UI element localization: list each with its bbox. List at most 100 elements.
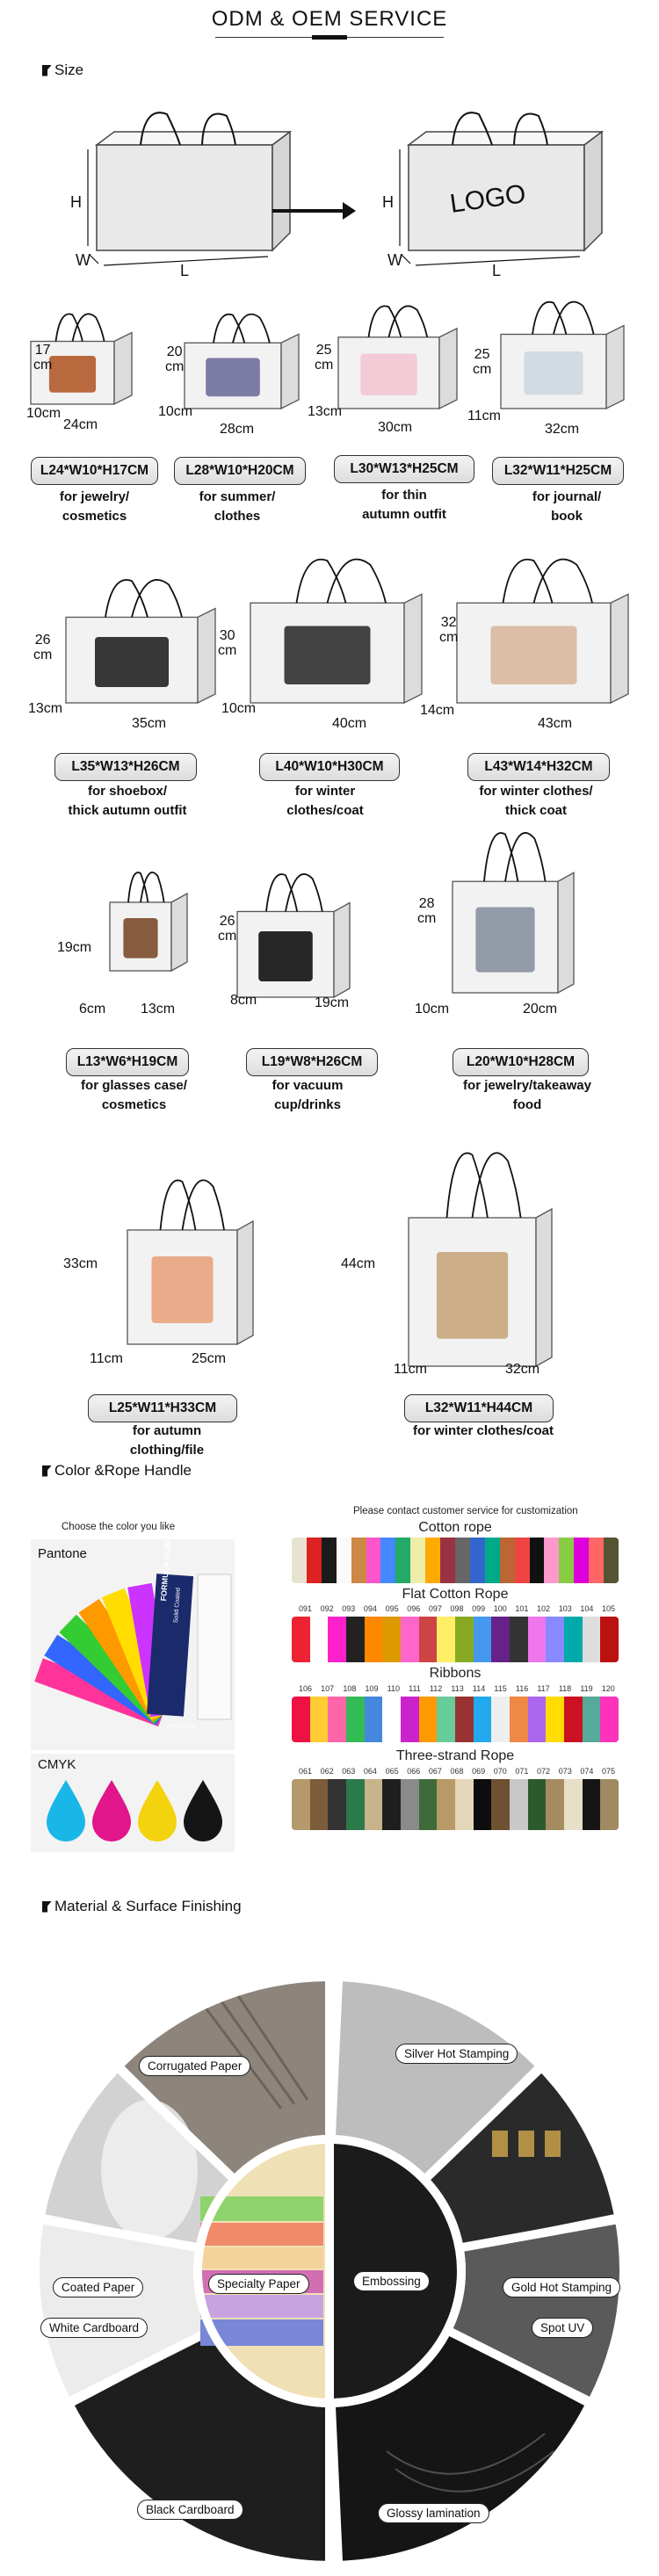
rope-number: 118 <box>558 1684 572 1693</box>
rope-number: 094 <box>363 1604 377 1613</box>
bag-illustration <box>500 300 625 410</box>
rope-swatch <box>546 1779 565 1830</box>
rope-number: 113 <box>451 1684 464 1693</box>
rope-swatch <box>364 1697 383 1742</box>
rope-number: 069 <box>472 1767 486 1776</box>
width-dimension: 10cm <box>158 404 193 419</box>
rope-swatch <box>418 1779 438 1830</box>
height-dimension: 19cm <box>57 940 92 955</box>
bag-use-description: for glasses case/ cosmetics <box>81 1078 187 1112</box>
bag-use-description: for winter clothes/coat <box>412 1423 554 1438</box>
rope-swatch <box>564 1779 583 1830</box>
rope-swatch <box>455 1617 474 1662</box>
rope-swatch <box>346 1779 365 1830</box>
rope-swatch <box>401 1697 419 1742</box>
dim-h: H <box>382 193 394 211</box>
rope-number: 061 <box>299 1767 313 1776</box>
rope-swatch <box>546 1697 565 1742</box>
rope-swatch <box>364 1779 383 1830</box>
cmyk-panel: CMYK <box>31 1754 235 1852</box>
bag-illustration <box>127 1179 254 1346</box>
rope-swatch <box>410 1538 426 1583</box>
size-spec-badge: L28*W10*H20CM <box>174 457 306 485</box>
rope-swatch <box>473 1697 492 1742</box>
cmyk-label: CMYK <box>38 1757 76 1772</box>
width-dimension: 10cm <box>26 406 62 421</box>
size-spec-badge: L13*W6*H19CM <box>66 1048 189 1076</box>
rope-swatch <box>529 1538 545 1583</box>
dim-w: W <box>76 251 91 269</box>
rope-number: 075 <box>601 1767 615 1776</box>
height-dimension: 25 cm <box>473 347 492 377</box>
rope-swatch <box>559 1538 575 1583</box>
bag-use-description: for winter clothes/ thick coat <box>479 784 593 818</box>
dim-w: W <box>387 251 402 269</box>
rope-swatch <box>514 1538 530 1583</box>
finishing-wheel <box>34 1977 625 2574</box>
rope-number: 099 <box>472 1604 486 1613</box>
rope-swatch <box>382 1779 402 1830</box>
rope-swatch <box>437 1697 456 1742</box>
pantone-brand: PANTONE <box>167 1724 197 1730</box>
height-dimension: 30 cm <box>218 628 237 658</box>
finish-label: Embossing <box>353 2271 430 2291</box>
rope-swatch <box>544 1538 560 1583</box>
rope-number: 098 <box>450 1604 464 1613</box>
bag-use-description: for journal/ book <box>532 489 602 524</box>
height-dimension: 28 cm <box>417 896 437 926</box>
rope-swatch <box>582 1697 601 1742</box>
length-dimension: 24cm <box>63 417 98 432</box>
size-spec-badge: L30*W13*H25CM <box>334 455 474 483</box>
rope-swatch <box>380 1538 396 1583</box>
size-spec-badge: L32*W11*H25CM <box>492 457 624 485</box>
height-dimension: 32 cm <box>439 615 459 645</box>
finish-label: Glossy lamination <box>378 2503 489 2523</box>
width-dimension: 10cm <box>221 701 257 716</box>
rope-swatch <box>455 1697 474 1742</box>
rope-number: 095 <box>385 1604 399 1613</box>
height-dimension: 25 cm <box>315 343 334 373</box>
rope-swatch <box>401 1617 419 1662</box>
size-spec-badge: L19*W8*H26CM <box>246 1048 378 1076</box>
rope-swatch <box>600 1697 619 1742</box>
bag-illustration <box>30 313 133 406</box>
title-underline-mark <box>312 35 347 40</box>
rope-swatch <box>366 1538 381 1583</box>
ink-drops-image <box>47 1780 222 1842</box>
rope-number: 100 <box>493 1604 507 1613</box>
rope-number: 071 <box>515 1767 529 1776</box>
rope-number: 091 <box>299 1604 313 1613</box>
rope-number: 107 <box>321 1684 335 1693</box>
rope-swatch <box>418 1697 438 1742</box>
rope-number: 074 <box>580 1767 594 1776</box>
rope-swatch <box>306 1538 322 1583</box>
rope-swatch <box>292 1779 310 1830</box>
width-dimension: 14cm <box>420 703 455 718</box>
ribbon-strip <box>292 1697 619 1742</box>
rope-number: 070 <box>493 1767 507 1776</box>
rope-swatch <box>382 1617 402 1662</box>
rope-number: 072 <box>537 1767 551 1776</box>
rope-number: 116 <box>515 1684 529 1693</box>
rope-number: 096 <box>407 1604 421 1613</box>
pantone-fan-image <box>34 1574 232 1727</box>
rope-swatch <box>437 1617 456 1662</box>
rope-number: 073 <box>558 1767 572 1776</box>
length-dimension: 25cm <box>192 1351 227 1366</box>
finish-label: Gold Hot Stamping <box>503 2277 621 2297</box>
page-title: ODM & OEM SERVICE <box>211 7 448 31</box>
width-dimension: 13cm <box>28 701 63 716</box>
bag-illustration <box>236 873 351 999</box>
width-dimension: 11cm <box>467 409 501 423</box>
choose-color-caption: Choose the color you like <box>62 1522 176 1532</box>
flag-icon <box>42 64 52 76</box>
rope-swatch <box>491 1697 511 1742</box>
rope-swatch <box>336 1538 351 1583</box>
pantone-label: Pantone <box>38 1546 87 1561</box>
bag-use-description: for jewelry/ cosmetics <box>59 489 130 524</box>
rope-swatch <box>437 1779 456 1830</box>
rope-swatch <box>510 1779 528 1830</box>
width-dimension: 8cm <box>230 993 257 1008</box>
bag-illustration <box>408 1152 553 1368</box>
